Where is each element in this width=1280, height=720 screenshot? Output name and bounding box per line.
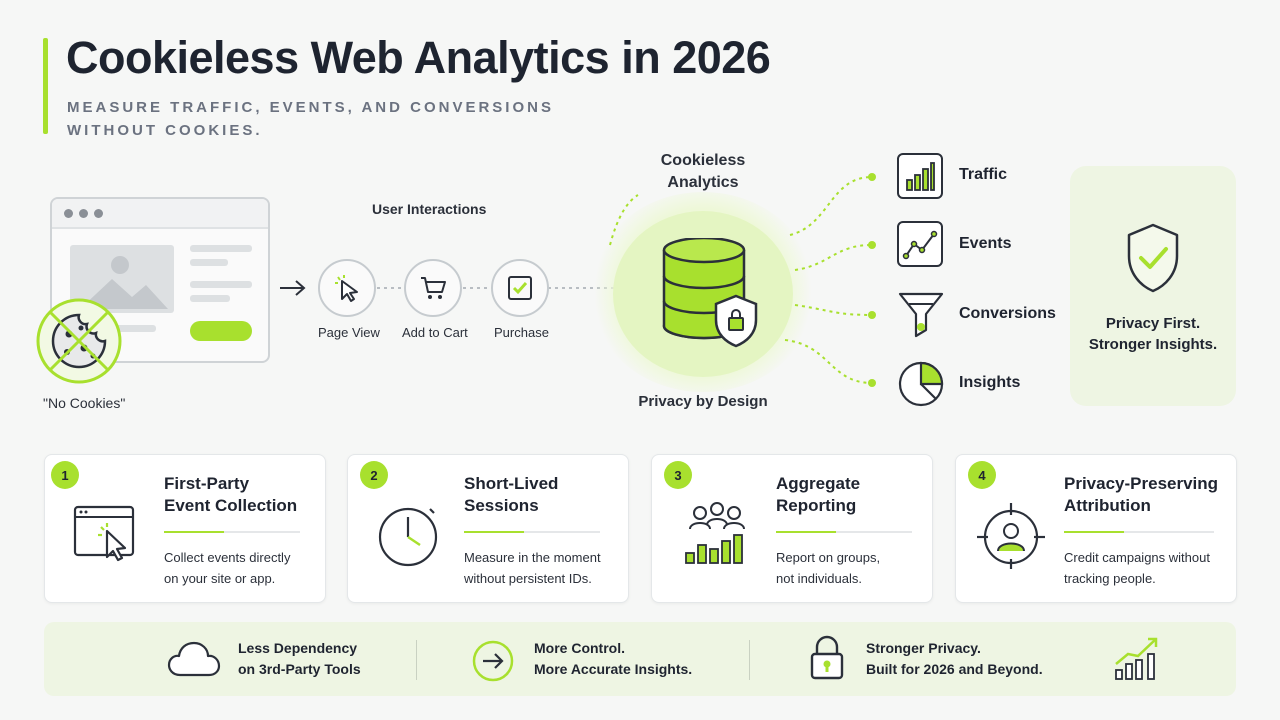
footer-item-control: More Control. More Accurate Insights.: [534, 640, 693, 677]
title-accent-bar: [43, 38, 48, 134]
line-chart-icon: [902, 230, 938, 260]
arrow-circle-icon: [472, 640, 514, 682]
pie-chart-icon: [898, 361, 944, 407]
card-description: Collect events directly on your site or …: [164, 550, 291, 586]
step-page-view-label: Page View: [318, 325, 380, 340]
output-connectors: [609, 173, 876, 387]
window-dot: [94, 209, 103, 218]
output-conversions-label: Conversions: [959, 305, 1056, 322]
card-number-badge: 4: [968, 461, 996, 489]
card-description: Credit campaigns without tracking people…: [1064, 550, 1210, 586]
footer-divider: [749, 640, 750, 680]
card-number-badge: 2: [360, 461, 388, 489]
database-icon: [662, 238, 758, 348]
step-purchase: [491, 259, 549, 317]
hub-caption: Privacy by Design: [638, 393, 768, 410]
arrow-right-icon: [280, 280, 306, 296]
output-events-label: Events: [959, 235, 1012, 252]
card-divider: [776, 531, 912, 533]
card-title: Short-Lived Sessions: [464, 474, 559, 515]
card-number-badge: 3: [664, 461, 692, 489]
footer-banner: [44, 622, 1236, 696]
feature-card-short-lived: 2 Short-Lived Sessions Measure in the mo…: [347, 454, 629, 603]
step-purchase-label: Purchase: [494, 325, 549, 340]
target-person-icon: [977, 503, 1045, 569]
no-cookies-label: "No Cookies": [43, 395, 126, 411]
card-divider: [1064, 531, 1214, 533]
feature-card-attribution: 4 Privacy-Preserving Attribution Credit …: [955, 454, 1237, 603]
privacy-card-text: Privacy First. Stronger Insights.: [1088, 315, 1218, 353]
group-chart-icon: [685, 502, 745, 564]
output-events: [897, 221, 943, 267]
no-cookie-icon: [36, 298, 122, 384]
window-dot: [79, 209, 88, 218]
stopwatch-icon: [378, 507, 438, 567]
browser-click-icon: [73, 505, 135, 562]
card-description: Measure in the moment without persistent…: [464, 550, 601, 586]
padlock-icon: [810, 635, 844, 680]
feature-card-first-party: 1 First-Party Event Collection Collect e…: [44, 454, 326, 603]
card-title: Privacy-Preserving Attribution: [1064, 474, 1219, 515]
footer-item-dependency: Less Dependency on 3rd-Party Tools: [238, 640, 361, 677]
page-subtitle: MEASURE TRAFFIC, EVENTS, AND CONVERSIONS…: [67, 99, 554, 139]
step-page-view: [318, 259, 376, 317]
image-placeholder-icon: [70, 245, 252, 341]
card-number-badge: 1: [51, 461, 79, 489]
cloud-icon: [167, 641, 221, 677]
feature-card-aggregate: 3 Aggregate Reporting Report on groups, …: [651, 454, 933, 603]
step-add-to-cart: [404, 259, 462, 317]
card-title: First-Party Event Collection: [164, 474, 298, 515]
shield-check-icon: [1127, 223, 1179, 293]
output-traffic-label: Traffic: [959, 166, 1008, 183]
output-traffic: [897, 153, 943, 199]
card-divider: [464, 531, 600, 533]
flow-connector: [370, 287, 620, 289]
user-interactions-title: User Interactions: [372, 201, 487, 217]
growth-chart-icon: [1115, 637, 1158, 680]
footer-divider: [416, 640, 417, 680]
card-divider: [164, 531, 300, 533]
output-insights-label: Insights: [959, 374, 1021, 391]
card-title: Aggregate Reporting: [776, 474, 861, 515]
cursor-icon: [335, 275, 358, 302]
step-add-to-cart-label: Add to Cart: [402, 325, 468, 340]
funnel-icon: [898, 292, 944, 338]
browser-title-bar: [52, 199, 268, 229]
window-dot: [64, 209, 73, 218]
cart-icon: [421, 277, 446, 299]
bar-chart-icon: [906, 162, 935, 191]
footer-item-privacy: Stronger Privacy. Built for 2026 and Bey…: [866, 640, 1043, 677]
checkbox-icon: [508, 276, 532, 300]
hub-title: Cookieless Analytics: [660, 152, 746, 191]
page-title: Cookieless Web Analytics in 2026: [66, 32, 771, 83]
card-description: Report on groups, not individuals.: [776, 550, 881, 586]
